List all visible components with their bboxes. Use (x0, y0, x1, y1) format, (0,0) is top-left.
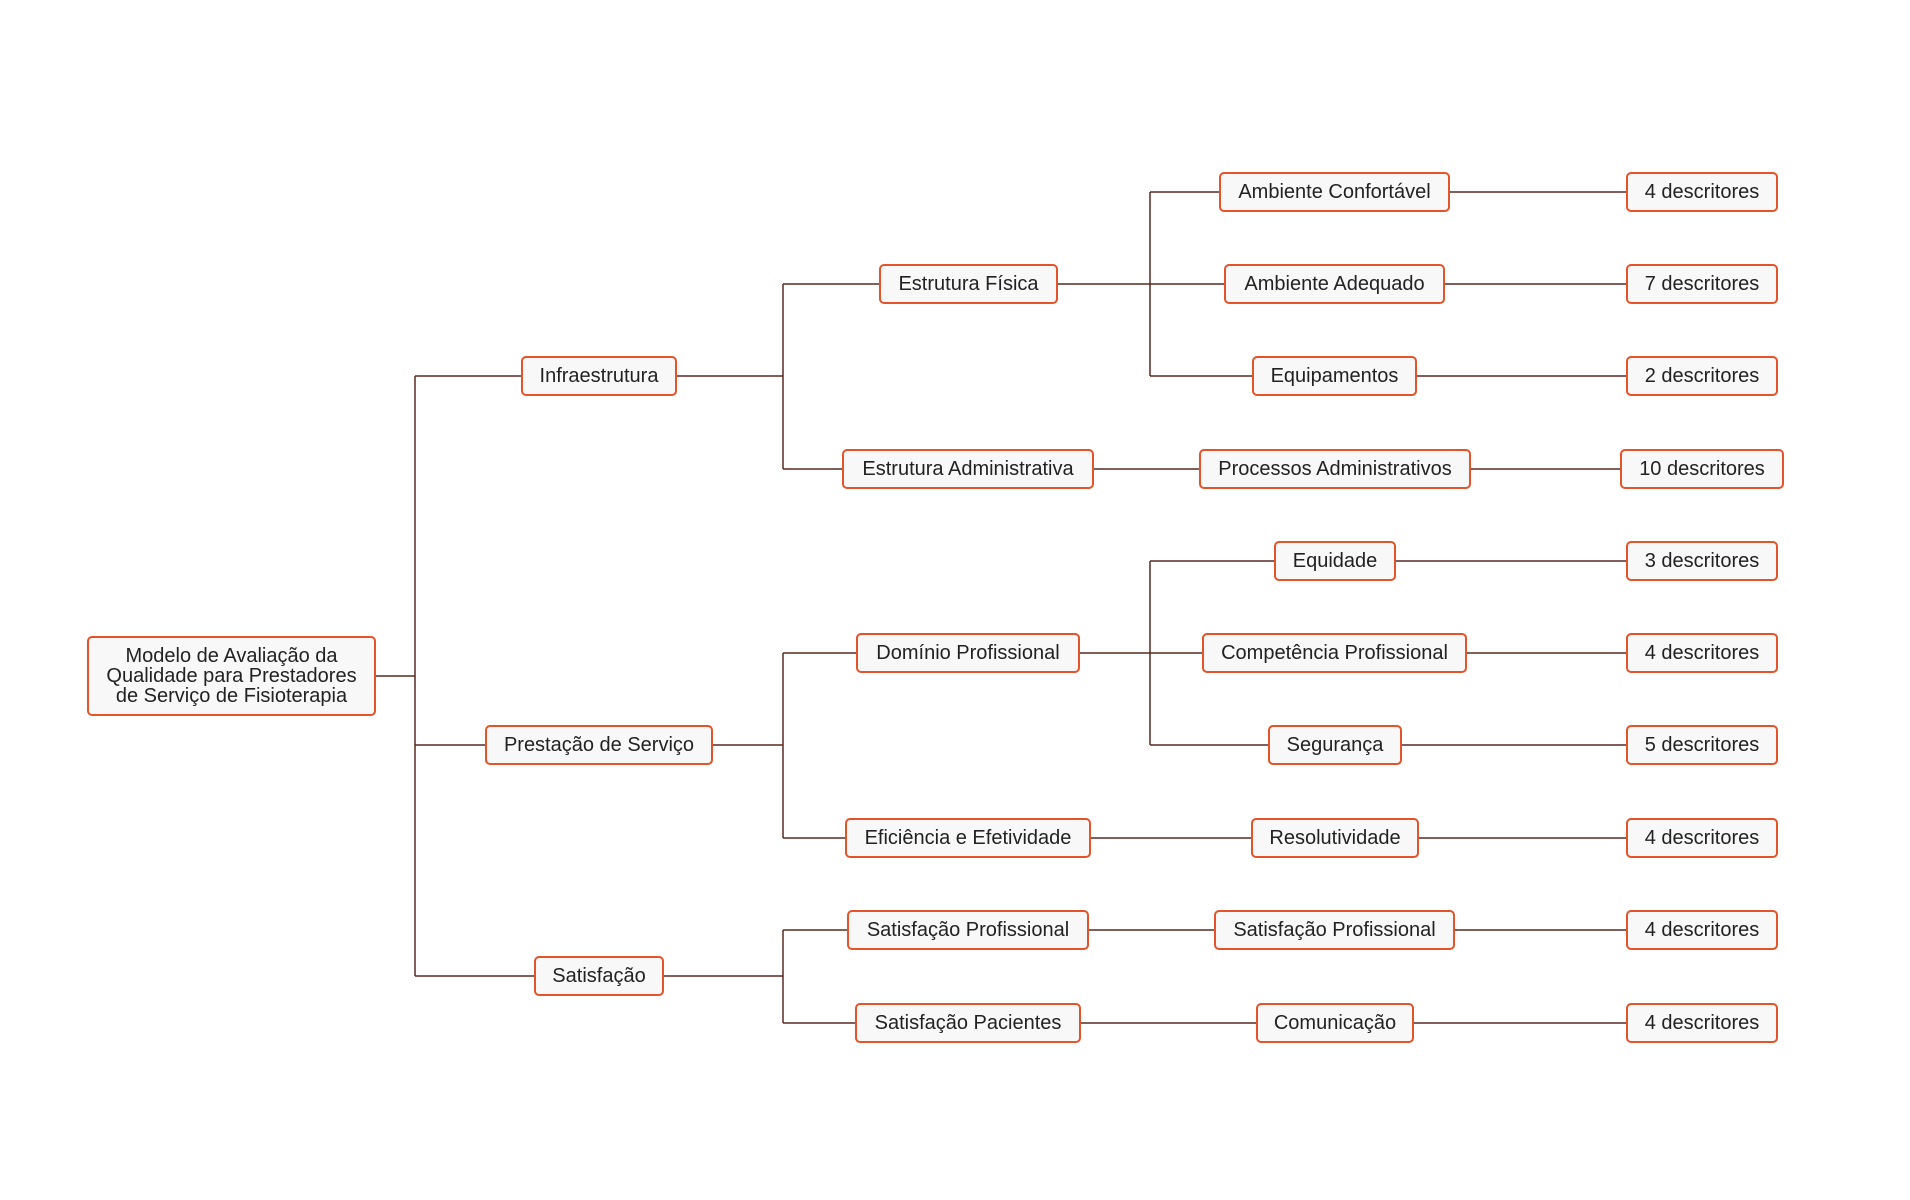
descriptor-count-node: 5 descritores (1626, 725, 1778, 765)
criterion-node: Segurança (1268, 725, 1402, 765)
subdimension-node: Estrutura Física (879, 264, 1058, 304)
criterion-node: Processos Administrativos (1199, 449, 1471, 489)
descriptor-count-node: 4 descritores (1626, 1003, 1778, 1043)
subdimension-node: Satisfação Profissional (847, 910, 1089, 950)
dimension-node: Infraestrutura (521, 356, 677, 396)
subdimension-node: Eficiência e Efetividade (845, 818, 1091, 858)
criterion-node: Resolutividade (1251, 818, 1419, 858)
descriptor-count-node: 4 descritores (1626, 172, 1778, 212)
subdimension-node: Domínio Profissional (856, 633, 1080, 673)
descriptor-count-node: 2 descritores (1626, 356, 1778, 396)
criterion-node: Ambiente Adequado (1224, 264, 1445, 304)
criterion-node: Comunicação (1256, 1003, 1414, 1043)
dimension-node: Satisfação (534, 956, 664, 996)
descriptor-count-node: 3 descritores (1626, 541, 1778, 581)
root-node: Modelo de Avaliação da Qualidade para Pr… (87, 636, 376, 716)
subdimension-node: Estrutura Administrativa (842, 449, 1094, 489)
subdimension-node: Satisfação Pacientes (855, 1003, 1081, 1043)
descriptor-count-node: 4 descritores (1626, 633, 1778, 673)
criterion-node: Equipamentos (1252, 356, 1417, 396)
descriptor-count-node: 4 descritores (1626, 818, 1778, 858)
descriptor-count-node: 7 descritores (1626, 264, 1778, 304)
criterion-node: Satisfação Profissional (1214, 910, 1455, 950)
descriptor-count-node: 4 descritores (1626, 910, 1778, 950)
criterion-node: Ambiente Confortável (1219, 172, 1450, 212)
descriptor-count-node: 10 descritores (1620, 449, 1784, 489)
dimension-node: Prestação de Serviço (485, 725, 713, 765)
criterion-node: Competência Profissional (1202, 633, 1467, 673)
criterion-node: Equidade (1274, 541, 1396, 581)
